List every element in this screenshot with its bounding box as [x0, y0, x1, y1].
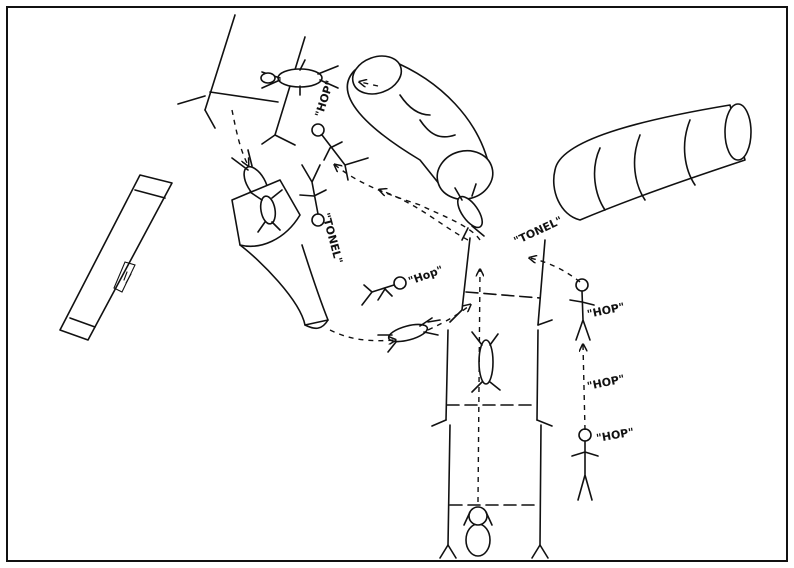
jump-2 — [432, 330, 552, 426]
tunnel-right — [554, 104, 751, 220]
dog-center-run — [378, 318, 440, 352]
chute-tunnel — [232, 180, 328, 328]
jump-1 — [440, 425, 548, 558]
contact-obstacle — [60, 175, 172, 340]
label-tonel-left: "TONEL" — [319, 211, 345, 265]
label-tonel-center: "TONEL" — [512, 214, 565, 248]
handler-center — [362, 277, 406, 305]
dog-jump-row1 — [472, 332, 500, 392]
label-hop-center: "Hop" — [407, 263, 445, 288]
handler-right-bottom — [572, 429, 598, 500]
tunnel-top — [347, 50, 498, 206]
dog-sitting — [464, 507, 492, 556]
label-hop-right-bottom: "HOP" — [595, 426, 635, 445]
label-hop-right-mid: "HOP" — [586, 372, 626, 393]
handler-top — [312, 124, 368, 180]
jump-3 — [450, 238, 552, 325]
label-hop-right-top: "HOP" — [586, 300, 626, 321]
